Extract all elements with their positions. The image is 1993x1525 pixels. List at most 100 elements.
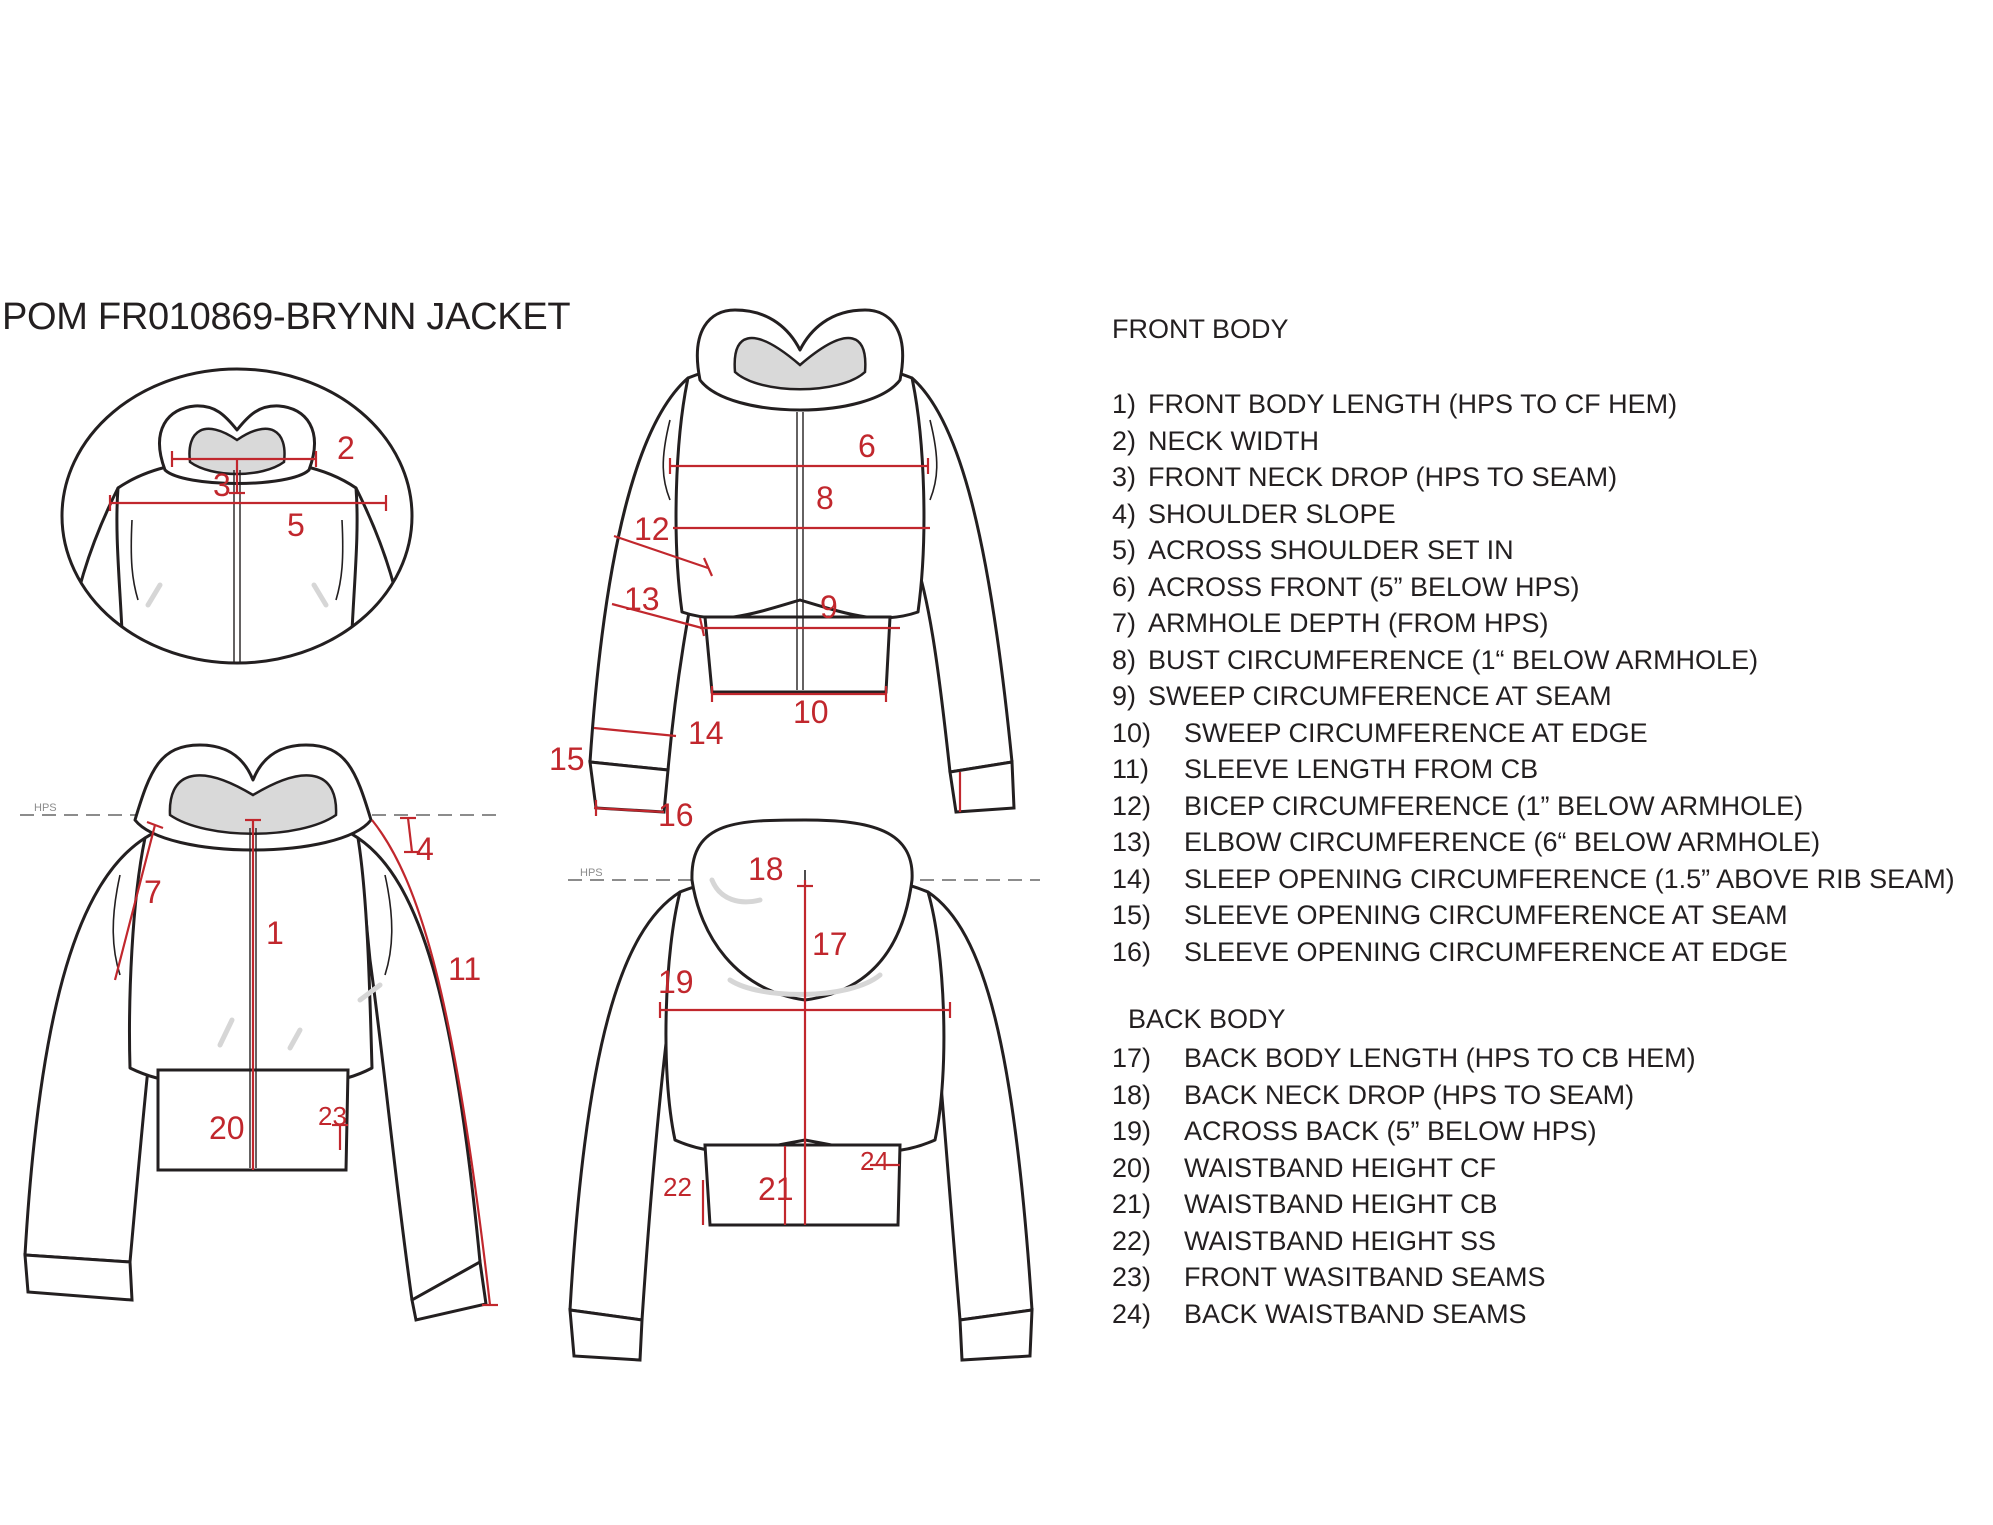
- pom-list-item: 6) ACROSS FRONT (5” BELOW HPS): [1112, 569, 1955, 606]
- pom-item-text: BACK BODY LENGTH (HPS TO CB HEM): [1184, 1043, 1696, 1073]
- pom-list-item: 15) SLEEVE OPENING CIRCUMFERENCE AT SEAM: [1112, 897, 1955, 934]
- pom-item-number: 12): [1112, 790, 1152, 821]
- pom-item-text: NECK WIDTH: [1148, 425, 1319, 456]
- callout-15: 15: [549, 741, 585, 777]
- pom-item-number: 19): [1112, 1116, 1152, 1146]
- pom-item-number: 1): [1112, 389, 1137, 419]
- pom-list-item: 2) NECK WIDTH: [1112, 423, 1955, 460]
- callout-19: 19: [658, 964, 694, 1000]
- pom-list-item: 24) BACK WAISTBAND SEAMS: [1112, 1296, 1696, 1333]
- pom-item-number: 23): [1112, 1262, 1152, 1292]
- pom-item-text: ACROSS SHOULDER SET IN: [1148, 535, 1514, 565]
- neck-detail-view: 2 3 5: [60, 367, 414, 665]
- callout-14: 14: [688, 715, 724, 751]
- pom-list-item: 23) FRONT WASITBAND SEAMS: [1112, 1259, 1696, 1296]
- front-body-list: 1) FRONT BODY LENGTH (HPS TO CF HEM) 2) NEC…: [1112, 386, 1955, 970]
- pom-item-text: BICEP CIRCUMFERENCE (1” BELOW ARMHOLE): [1184, 790, 1804, 821]
- pom-item-text: FRONT NECK DROP (HPS TO SEAM): [1148, 462, 1618, 492]
- callout-2: 2: [337, 430, 355, 466]
- callout-23: 23: [318, 1101, 347, 1131]
- pom-item-number: 24): [1112, 1298, 1152, 1329]
- pom-item-text: SLEEVE LENGTH FROM CB: [1184, 754, 1539, 784]
- pom-list-item: 1) FRONT BODY LENGTH (HPS TO CF HEM): [1112, 386, 1955, 423]
- pom-list-item: 21) WAISTBAND HEIGHT CB: [1112, 1186, 1696, 1223]
- pom-item-number: 14): [1112, 863, 1152, 894]
- pom-item-text: SWEEP CIRCUMFERENCE AT SEAM: [1148, 681, 1612, 711]
- pom-item-text: SLEEVE OPENING CIRCUMFERENCE AT SEAM: [1184, 900, 1788, 930]
- pom-item-text: WAISTBAND HEIGHT SS: [1184, 1225, 1497, 1256]
- pom-item-number: 11): [1112, 754, 1150, 784]
- callout-21: 21: [758, 1171, 794, 1207]
- pom-item-number: 4): [1112, 498, 1137, 529]
- pom-item-number: 15): [1112, 900, 1152, 930]
- pom-list-item: 11) SLEEVE LENGTH FROM CB: [1112, 751, 1955, 788]
- pom-item-text: ACROSS FRONT (5” BELOW HPS): [1148, 571, 1580, 602]
- pom-item-number: 8): [1112, 644, 1137, 675]
- callout-22: 22: [663, 1172, 692, 1202]
- callout-11: 11: [448, 951, 481, 987]
- pom-list-item: 8) BUST CIRCUMFERENCE (1“ BELOW ARMHOLE): [1112, 642, 1955, 679]
- pom-item-text: ACROSS BACK (5” BELOW HPS): [1184, 1116, 1597, 1146]
- callout-24: 24: [860, 1146, 889, 1176]
- callout-5: 5: [287, 507, 305, 543]
- front-body-heading: FRONT BODY: [1112, 314, 1289, 344]
- pom-list-item: 12) BICEP CIRCUMFERENCE (1” BELOW ARMHOLE…: [1112, 788, 1955, 825]
- callout-17: 17: [812, 926, 848, 962]
- pom-item-number: 5): [1112, 535, 1137, 565]
- callout-7: 7: [144, 874, 162, 910]
- callout-12: 12: [634, 511, 670, 547]
- pom-item-text: WAISTBAND HEIGHT CB: [1184, 1189, 1498, 1219]
- hps-label-back: HPS: [580, 867, 603, 879]
- pom-list-item: 18) BACK NECK DROP (HPS TO SEAM): [1112, 1077, 1696, 1114]
- back-view: HPS 18 17 19 21 22 24: [568, 818, 1040, 1362]
- callout-16: 16: [658, 797, 694, 833]
- pom-item-text: FRONT WASITBAND SEAMS: [1184, 1262, 1546, 1292]
- pom-item-number: 21): [1112, 1189, 1152, 1219]
- pom-item-number: 17): [1112, 1043, 1152, 1073]
- page-title: POM FR010869-BRYNN JACKET: [2, 296, 571, 338]
- back-body-heading: BACK BODY: [1128, 1004, 1286, 1034]
- pom-list-item: 5) ACROSS SHOULDER SET IN: [1112, 532, 1955, 569]
- pom-item-number: 10): [1112, 717, 1152, 748]
- pom-item-text: BUST CIRCUMFERENCE (1“ BELOW ARMHOLE): [1148, 644, 1759, 675]
- pom-item-text: SHOULDER SLOPE: [1148, 498, 1396, 529]
- pom-list-item: 3) FRONT NECK DROP (HPS TO SEAM): [1112, 459, 1955, 496]
- pom-list-item: 19) ACROSS BACK (5” BELOW HPS): [1112, 1113, 1696, 1150]
- pom-list-item: 13) ELBOW CIRCUMFERENCE (6“ BELOW ARMHOLE…: [1112, 824, 1955, 861]
- callout-8: 8: [816, 480, 834, 516]
- pom-item-number: 6): [1112, 571, 1137, 602]
- back-body-list: 17) BACK BODY LENGTH (HPS TO CB HEM) 18) BA…: [1112, 1040, 1696, 1332]
- pom-item-number: 3): [1112, 462, 1137, 492]
- pom-list-item: 7) ARMHOLE DEPTH (FROM HPS): [1112, 605, 1955, 642]
- pom-item-number: 7): [1112, 608, 1137, 638]
- pom-item-text: FRONT BODY LENGTH (HPS TO CF HEM): [1148, 389, 1678, 419]
- pom-item-text: SWEEP CIRCUMFERENCE AT EDGE: [1184, 717, 1648, 748]
- pom-item-text: ARMHOLE DEPTH (FROM HPS): [1148, 608, 1549, 638]
- pom-item-text: BACK WAISTBAND SEAMS: [1184, 1298, 1527, 1329]
- pom-item-text: BACK NECK DROP (HPS TO SEAM): [1184, 1079, 1635, 1110]
- callout-13: 13: [624, 581, 660, 617]
- pom-list-item: 4) SHOULDER SLOPE: [1112, 496, 1955, 533]
- pom-item-text: SLEEP OPENING CIRCUMFERENCE (1.5” ABOVE …: [1184, 863, 1955, 894]
- front-view-full: HPS 1 7 4 11: [20, 743, 498, 1322]
- callout-10: 10: [793, 694, 829, 730]
- pom-list-item: 9) SWEEP CIRCUMFERENCE AT SEAM: [1112, 678, 1955, 715]
- pom-item-number: 18): [1112, 1079, 1152, 1110]
- hps-label-front: HPS: [34, 802, 57, 814]
- callout-18: 18: [748, 851, 784, 887]
- callout-3: 3: [213, 467, 231, 503]
- pom-item-text: ELBOW CIRCUMFERENCE (6“ BELOW ARMHOLE): [1184, 827, 1821, 857]
- callout-20: 20: [209, 1110, 245, 1146]
- pom-list-item: 10) SWEEP CIRCUMFERENCE AT EDGE: [1112, 715, 1955, 752]
- pom-item-number: 22): [1112, 1225, 1152, 1256]
- pom-list-item: 20)WAISTBAND HEIGHT CF: [1112, 1150, 1696, 1187]
- callout-4: 4: [416, 831, 434, 867]
- pom-item-number: 13): [1112, 827, 1152, 857]
- pom-list-item: 17) BACK BODY LENGTH (HPS TO CB HEM): [1112, 1040, 1696, 1077]
- pom-item-number: 16): [1112, 936, 1152, 967]
- pom-list-item: 14) SLEEP OPENING CIRCUMFERENCE (1.5” ABO…: [1112, 861, 1955, 898]
- pom-item-number: 9): [1112, 681, 1137, 711]
- pom-item-number: 2): [1112, 425, 1137, 456]
- callout-1: 1: [266, 915, 284, 951]
